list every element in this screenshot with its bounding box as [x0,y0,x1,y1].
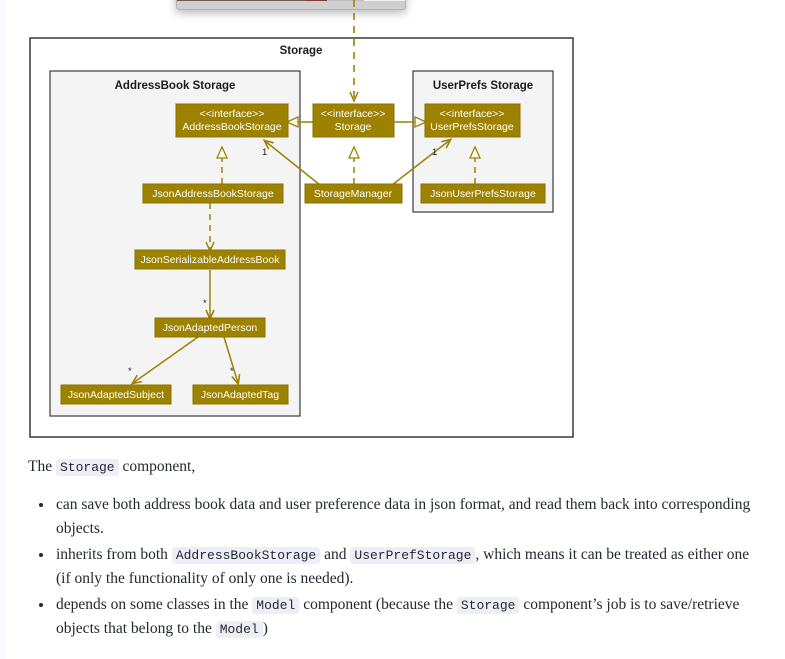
cropped-image-strip-a [177,0,305,1]
storage-description: The Storage component, can save both add… [28,455,763,643]
bullet-text: can save both address book data and user… [56,496,751,538]
class-jsonuserprefsstorage[interactable]: JsonUserPrefsStorage [420,183,546,204]
class-jsonadaptedtag[interactable]: JsonAdaptedTag [192,384,289,405]
class-name: JsonSerializableAddressBook [141,254,281,266]
bullet-text: component’s job is to save/retrieve obje… [56,596,740,638]
class-userprefsstorage-interface[interactable]: <<interface>> UserPrefsStorage [424,103,521,138]
inline-code: AddressBookStorage [171,547,321,565]
class-jsonadaptedperson[interactable]: JsonAdaptedPerson [154,317,266,338]
class-name: UserPrefsStorage [430,121,514,133]
class-storagemanager[interactable]: StorageManager [304,183,403,204]
inline-code: UserPrefStorage [350,547,476,565]
page-left-edge [0,0,6,659]
intro-code-storage: Storage [55,459,119,476]
bullet-text: depends on some classes in the [56,596,249,614]
inline-code: Storage [456,597,520,615]
class-name: AddressBookStorage [182,121,281,133]
list-item: depends on some classes in the Model com… [54,593,763,641]
class-jsonadaptedsubject[interactable]: JsonAdaptedSubject [60,384,172,405]
inline-code: Model [252,597,300,615]
class-name: JsonAdaptedSubject [68,389,164,401]
cropped-image-strip-c [327,0,364,1]
connector-jsonadaptedperson-to-jsonadaptedsubject [130,336,199,385]
class-stereotype: <<interface>> [321,108,386,120]
intro-text-before: The [28,458,53,475]
cropped-image-above [176,0,406,10]
class-name: StorageManager [314,188,393,200]
class-name: JsonAdaptedTag [201,389,279,401]
cropped-image-strip-d [363,0,405,1]
bullet-text: component (because the [303,596,453,614]
storage-frame-label: Storage [280,45,323,57]
class-name: JsonUserPrefsStorage [430,188,536,200]
class-name: Storage [335,121,372,133]
list-item: inherits from both AddressBookStorage an… [54,543,763,591]
multiplicity-label: * [128,366,132,377]
connector-storagemanager-uses-addressbookstorage [262,139,321,186]
class-storage-interface[interactable]: <<interface>> Storage [312,103,395,138]
bullet-text: and [324,546,347,564]
connector-jsonadaptedperson-to-jsonadaptedtag [223,336,241,386]
class-jsonaddressbookstorage[interactable]: JsonAddressBookStorage [142,183,284,204]
class-stereotype: <<interface>> [200,108,265,120]
class-name: JsonAdaptedPerson [163,322,258,334]
class-name: JsonAddressBookStorage [152,188,274,200]
intro-paragraph: The Storage component, [28,455,763,479]
package-userprefs-storage-label: UserPrefs Storage [433,80,533,92]
package-addressbook-storage-label: AddressBook Storage [115,80,236,92]
cropped-image-strip-b [304,0,328,1]
multiplicity-label: 1 [262,147,267,158]
bullet-text: , which means it can be treated as eithe… [56,546,750,588]
multiplicity-label: * [230,366,234,377]
list-item: can save both address book data and user… [54,493,763,541]
intro-text-after: component, [122,458,196,475]
class-stereotype: <<interface>> [440,108,505,120]
storage-bullet-list: can save both address book data and user… [28,493,763,641]
class-jsonserializableaddressbook[interactable]: JsonSerializableAddressBook [134,249,286,270]
storage-class-diagram: Storage AddressBook Storage UserPrefs St… [29,0,574,438]
inline-code: Model [215,621,263,639]
class-addressbookstorage-interface[interactable]: <<interface>> AddressBookStorage [175,103,289,138]
bullet-text: ) [262,620,268,638]
multiplicity-label: 1 [432,147,437,158]
multiplicity-label: * [203,298,207,309]
bullet-text: inherits from both [56,546,168,564]
connector-storagemanager-uses-userprefsstorage [391,138,453,186]
